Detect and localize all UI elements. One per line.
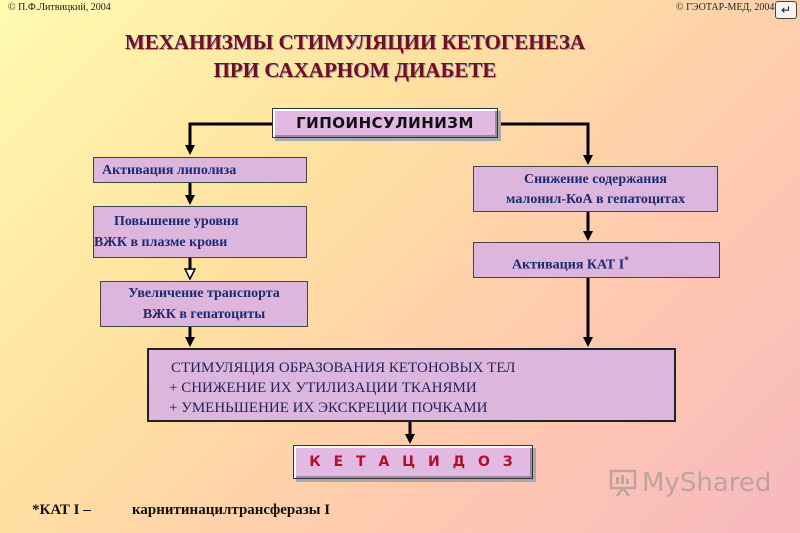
slide-title-line1: МЕХАНИЗМЫ СТИМУЛЯЦИИ КЕТОГЕНЕЗА: [124, 30, 586, 54]
node-hypoinsulinism-label: ГИПОИНСУЛИНИЗМ: [296, 114, 474, 132]
footnote-term: *КАТ I –: [32, 502, 91, 518]
footnote-definition: карнитинацилтрансферазы I: [132, 502, 331, 518]
node-ffa-level: Повышение уровня ВЖК в плазме крови: [93, 206, 307, 258]
watermark-text: MyShared: [642, 468, 772, 498]
node-ffa-level-line1: Повышение уровня: [114, 214, 239, 229]
copyright-right: © ГЭОТАР-МЕД, 2004: [676, 2, 775, 13]
node-lipolysis-label: Активация липолиза: [102, 163, 237, 178]
slide-title-line2: ПРИ САХАРНОМ ДИАБЕТЕ: [213, 58, 497, 82]
edge-hypo-lipolysis: [185, 122, 272, 155]
node-malonyl: Снижение содержания малонил-КоА в гепато…: [473, 166, 718, 212]
node-ketone-formation: СТИМУЛЯЦИЯ ОБРАЗОВАНИЯ КЕТОНОВЫХ ТЕЛ + С…: [147, 348, 676, 422]
presentation-board-icon: [609, 469, 637, 497]
node-cpt-label: Активация КАТ I: [512, 257, 625, 273]
node-ketone-line1: СТИМУЛЯЦИЯ ОБРАЗОВАНИЯ КЕТОНОВЫХ ТЕЛ: [171, 360, 516, 376]
node-transport: Увеличение транспорта ВЖК в гепатоциты: [100, 281, 308, 327]
copyright-left: © П.Ф.Литвицкий, 2004: [8, 2, 111, 13]
edge-hypo-malonyl: [498, 122, 593, 165]
node-hypoinsulinism: ГИПОИНСУЛИНИЗМ: [272, 108, 498, 138]
watermark: MyShared: [608, 468, 771, 498]
node-lipolysis: Активация липолиза: [93, 157, 307, 183]
node-transport-line2: ВЖК в гепатоциты: [142, 307, 266, 322]
node-malonyl-line1: Снижение содержания: [523, 172, 668, 187]
node-transport-line1: Увеличение транспорта: [128, 286, 280, 301]
node-ketone-line3: + УМЕНЬШЕНИЕ ИХ ЭКСКРЕЦИИ ПОЧКАМИ: [169, 400, 488, 416]
node-malonyl-line2: малонил-КоА в гепатоцитах: [505, 192, 686, 207]
node-cpt-mark: *: [624, 255, 629, 265]
node-cpt: Активация КАТ I*: [473, 242, 720, 278]
node-ketone-line2: + СНИЖЕНИЕ ИХ УТИЛИЗАЦИИ ТКАНЯМИ: [169, 380, 477, 396]
node-ffa-level-line2: ВЖК в плазме крови: [94, 235, 228, 250]
node-ketoacidosis-label: К Е Т А Ц И Д О З: [309, 454, 517, 470]
return-arrow-icon[interactable]: ↵: [775, 1, 797, 19]
node-ketoacidosis: К Е Т А Ц И Д О З: [293, 445, 533, 479]
